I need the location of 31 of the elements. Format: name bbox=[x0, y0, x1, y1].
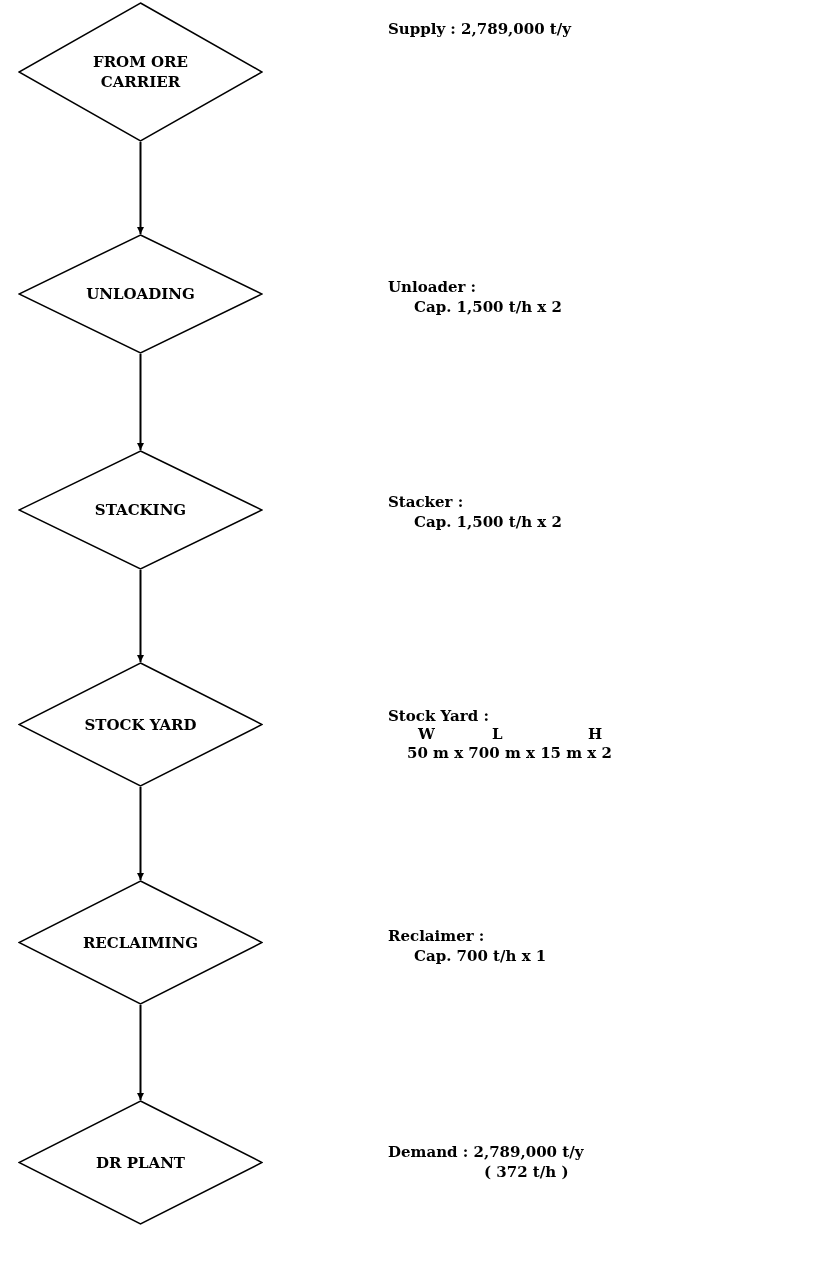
supply-note: Supply : 2,789,000 t/y bbox=[388, 20, 571, 38]
capacity-note: H bbox=[588, 725, 603, 743]
capacity-note: Demand : 2,789,000 t/y bbox=[388, 1143, 584, 1161]
capacity-note: Reclaimer : bbox=[388, 927, 485, 945]
process-diamond bbox=[18, 1100, 263, 1225]
step-label: STOCK YARD bbox=[84, 714, 197, 735]
process-diamond bbox=[18, 450, 263, 570]
step-label: FROM ORE CARRIER bbox=[92, 52, 189, 92]
capacity-note: Cap. 1,500 t/h x 2 bbox=[414, 298, 562, 316]
arrow bbox=[137, 786, 144, 881]
process-diamond bbox=[18, 234, 263, 354]
step-label: DR PLANT bbox=[95, 1152, 185, 1173]
step-label: RECLAIMING bbox=[82, 932, 199, 953]
arrow bbox=[137, 1004, 144, 1101]
process-diamond bbox=[18, 662, 263, 787]
capacity-note: Cap. 1,500 t/h x 2 bbox=[414, 513, 562, 531]
capacity-note: Unloader : bbox=[388, 278, 477, 296]
arrow bbox=[137, 141, 144, 235]
process-diamond bbox=[18, 2, 263, 142]
capacity-note: Cap. 700 t/h x 1 bbox=[414, 947, 547, 965]
capacity-note: W bbox=[418, 725, 435, 743]
arrow bbox=[137, 569, 144, 663]
step-label: STACKING bbox=[94, 500, 187, 520]
capacity-note: ( 372 t/h ) bbox=[484, 1163, 569, 1181]
capacity-note: Stock Yard : bbox=[388, 707, 489, 725]
capacity-note: 50 m x 700 m x 15 m x 2 bbox=[407, 744, 612, 762]
arrow bbox=[137, 353, 144, 451]
process-diamond bbox=[18, 880, 263, 1005]
capacity-note: L bbox=[492, 725, 503, 743]
capacity-note: Stacker : bbox=[388, 493, 464, 511]
step-label: UNLOADING bbox=[86, 284, 195, 304]
